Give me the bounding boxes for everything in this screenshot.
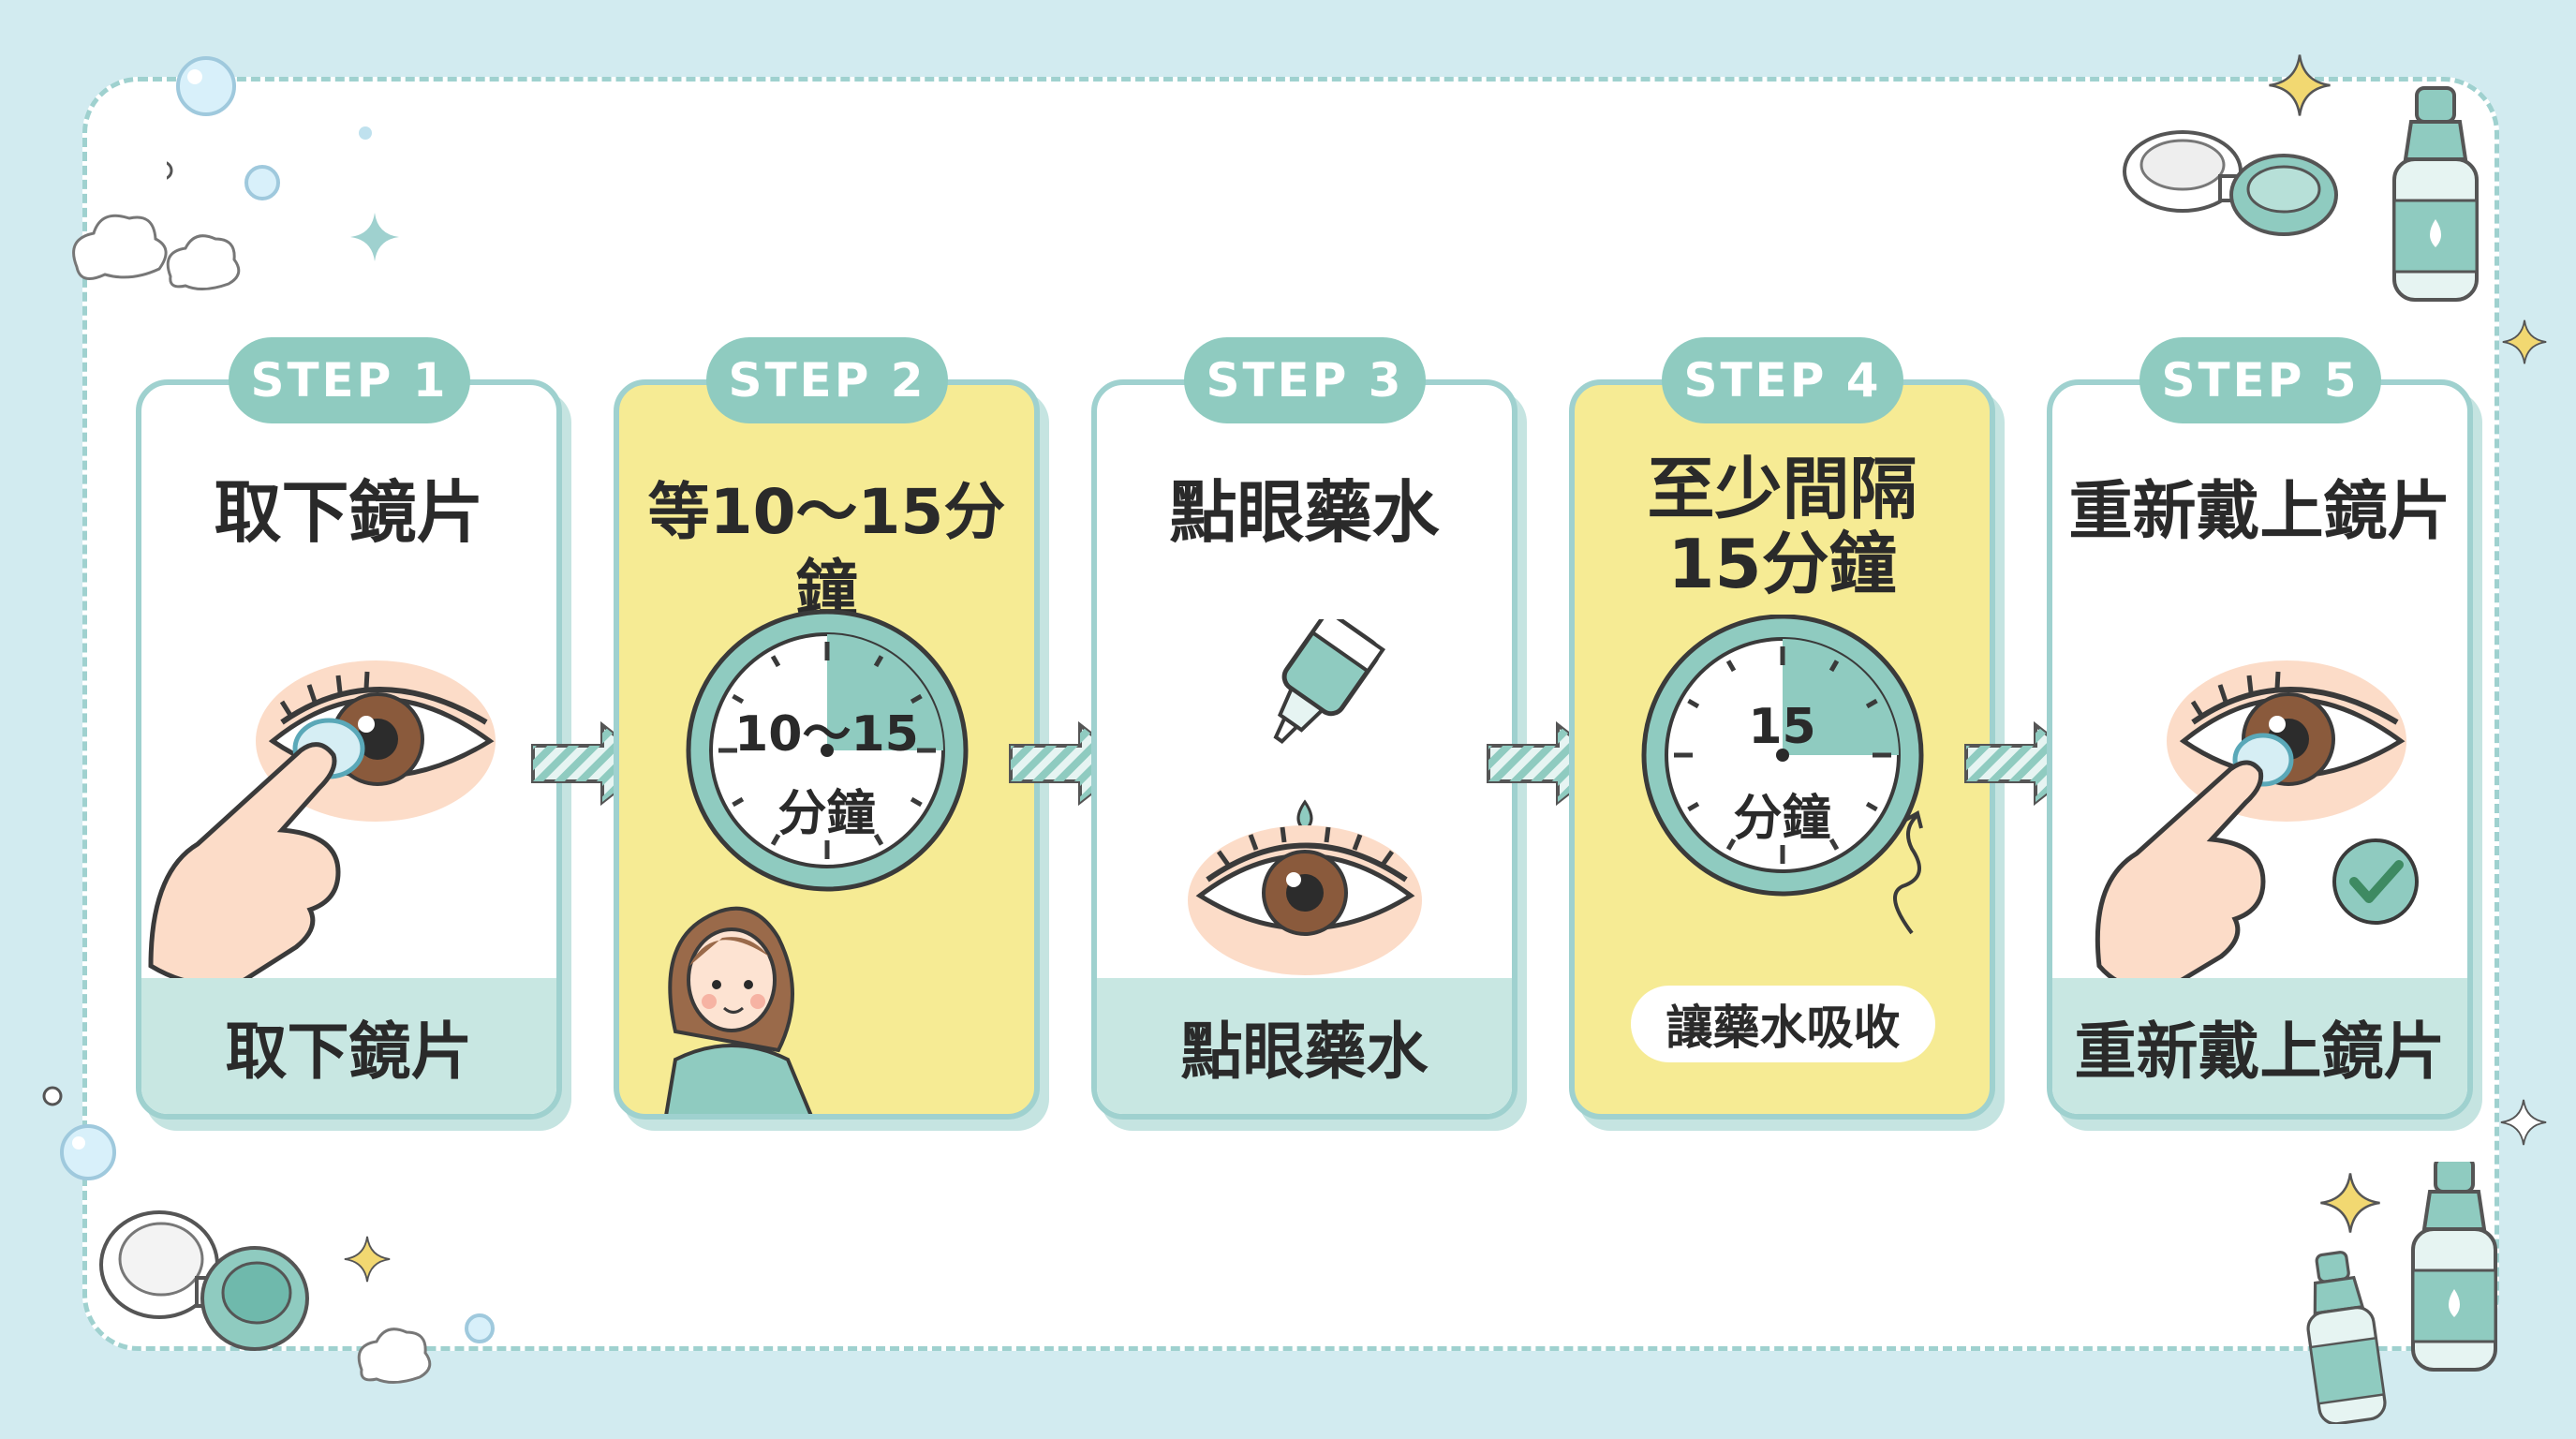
- elapsed-time-sector: [1783, 639, 1899, 755]
- sparkle-icon: [2500, 1099, 2547, 1146]
- clock-tick: [1725, 660, 1737, 673]
- cloud-decoration: [72, 214, 241, 290]
- clock-tick: [1865, 698, 1878, 709]
- step-footer: 取下鏡片: [141, 978, 556, 1114]
- lens-case-icon: [99, 1210, 309, 1351]
- step-3-card: 點眼藥水 點眼藥水: [1091, 379, 1517, 1120]
- step-1-card: 取下鏡片 取下鏡片: [136, 379, 562, 1120]
- step-title: 點眼藥水: [1169, 473, 1440, 552]
- step-title-line-1: 至少間隔: [1647, 450, 1917, 528]
- eye-drop-illustration: [1188, 619, 1422, 975]
- clock-tick: [1725, 838, 1737, 851]
- eye-drop-bottle-icon: [2392, 86, 2479, 302]
- clock-tick: [1687, 801, 1700, 812]
- clock-tick: [770, 833, 781, 846]
- clock-tick: [1828, 838, 1840, 851]
- step-title: 取下鏡片: [214, 473, 484, 552]
- bubble-decoration: [167, 56, 372, 200]
- check-icon: [2332, 838, 2419, 925]
- sparkle-icon: [344, 1236, 391, 1283]
- remove-lens-illustration: [148, 660, 496, 987]
- step-title-line-2: 15分鐘: [1667, 525, 1897, 603]
- eye-drop-bottle-icon: [2306, 1162, 2497, 1424]
- sparkle-icon: [2269, 54, 2331, 116]
- insert-lens-illustration: [2095, 660, 2419, 991]
- clock-label-top: 15: [1748, 699, 1816, 755]
- clock-label-top: 10～15: [734, 706, 919, 763]
- bubble-decoration: [42, 1086, 116, 1180]
- cloud-decoration: [357, 1328, 432, 1384]
- step-badge: STEP 3: [1184, 337, 1426, 423]
- sparkle-icon: [2502, 319, 2547, 364]
- clock-tick: [1687, 698, 1700, 709]
- sparkle-icon: [350, 213, 399, 261]
- clock-illustration: [686, 610, 969, 892]
- bubble-decoration: [465, 1313, 495, 1343]
- step-title: 重新戴上鏡片: [2068, 475, 2451, 549]
- clock-illustration: [1641, 615, 1924, 935]
- step-footer: 點眼藥水: [1097, 978, 1512, 1114]
- clock-label-bottom: 分鐘: [777, 786, 876, 842]
- clock-tick: [873, 833, 884, 846]
- sparkle-icon: [2320, 1173, 2380, 1233]
- step-badge: STEP 5: [2139, 337, 2381, 423]
- clock-tick: [732, 693, 745, 705]
- clock-tick: [732, 796, 745, 808]
- elapsed-time-sector: [827, 634, 943, 750]
- step-5-card: 重新戴上鏡片 重新戴上鏡片: [2047, 379, 2473, 1120]
- lens-case-icon: [2123, 130, 2338, 236]
- step-4-card: 至少間隔 15分鐘 15 分鐘 讓藥水吸收: [1569, 379, 1995, 1120]
- waiting-girl-illustration: [664, 906, 813, 1114]
- step-badge: STEP 2: [706, 337, 948, 423]
- step-footer: 重新戴上鏡片: [2052, 978, 2467, 1114]
- clock-label-bottom: 分鐘: [1733, 791, 1831, 847]
- clock-tick: [910, 796, 923, 808]
- clock-tick: [910, 693, 923, 705]
- step-title: 等10～15分鐘: [647, 476, 1006, 625]
- clock-tick: [1865, 801, 1878, 812]
- step-2-card: 等10～15分鐘 10～15 分鐘: [614, 379, 1040, 1120]
- step-badge: STEP 1: [229, 337, 470, 423]
- clock-tick: [873, 655, 884, 668]
- step-badge: STEP 4: [1662, 337, 1903, 423]
- absorb-note: 讓藥水吸收: [1631, 986, 1935, 1062]
- clock-tick: [1828, 660, 1840, 673]
- clock-tick: [770, 655, 781, 668]
